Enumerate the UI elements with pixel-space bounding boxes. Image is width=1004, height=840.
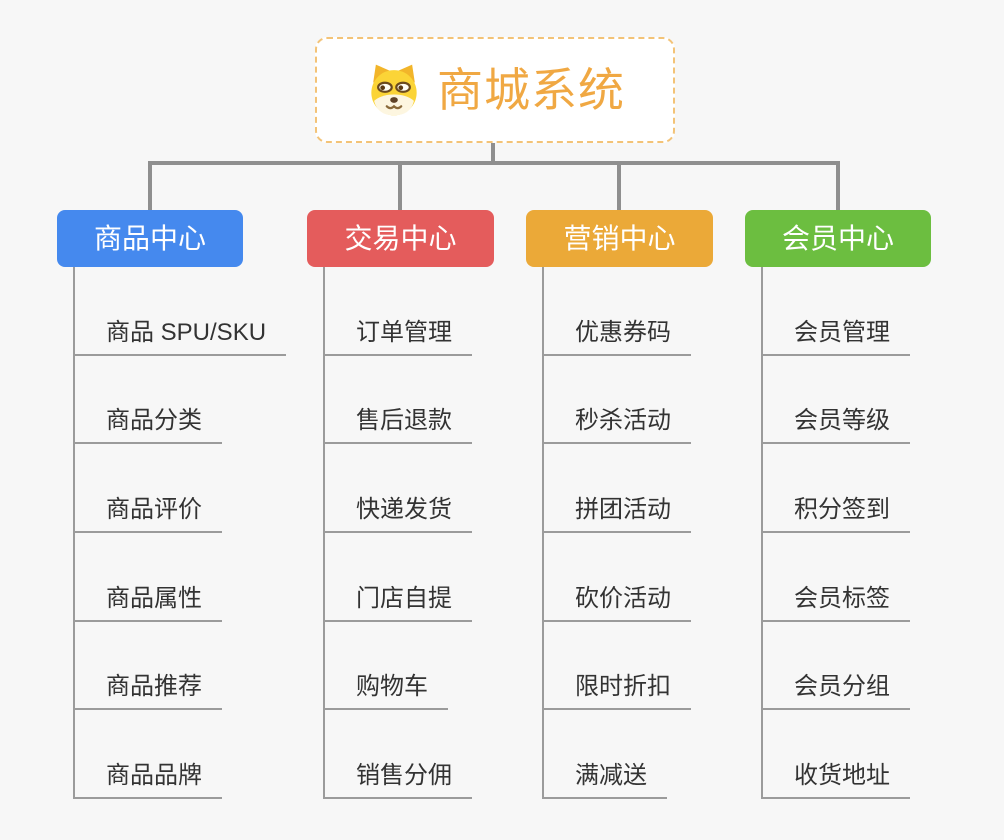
item-product-spu-sku[interactable]: 商品 SPU/SKU: [73, 312, 287, 356]
item-coupon-code[interactable]: 优惠券码: [542, 312, 691, 356]
list-item: 商品分类: [73, 356, 303, 445]
list-item: 售后退款: [323, 356, 553, 445]
root-node-mall-system[interactable]: 商城系统: [315, 37, 675, 143]
list-item: 会员管理: [761, 267, 991, 356]
item-order-management[interactable]: 订单管理: [323, 312, 472, 356]
list-item: 购物车: [323, 622, 553, 711]
item-express-delivery[interactable]: 快递发货: [323, 489, 472, 534]
branch-node-trade-center[interactable]: 交易中心: [307, 210, 494, 267]
list-item: 收货地址: [761, 710, 991, 800]
shiba-dog-icon: [371, 64, 417, 116]
list-item: 商品 SPU/SKU: [73, 267, 303, 356]
branch-items-trade-center: 订单管理 售后退款 快递发货 门店自提 购物车 销售分佣: [323, 267, 553, 800]
item-member-level[interactable]: 会员等级: [761, 400, 910, 445]
list-item: 门店自提: [323, 533, 553, 622]
item-product-review[interactable]: 商品评价: [73, 489, 222, 534]
list-item: 会员分组: [761, 622, 991, 711]
item-member-group[interactable]: 会员分组: [761, 666, 910, 711]
item-product-category[interactable]: 商品分类: [73, 400, 222, 445]
connector-drop-branch-0: [148, 161, 152, 210]
connector-root-drop: [491, 143, 495, 165]
list-item: 拼团活动: [542, 444, 772, 534]
item-product-attribute[interactable]: 商品属性: [73, 578, 222, 622]
item-after-sale-refund[interactable]: 售后退款: [323, 400, 472, 445]
branch-node-product-center[interactable]: 商品中心: [57, 210, 243, 267]
branch-trunk-line: [761, 267, 763, 799]
branch-trunk-line: [73, 267, 75, 799]
list-item: 秒杀活动: [542, 356, 772, 445]
item-member-management[interactable]: 会员管理: [761, 312, 910, 356]
list-item: 满减送: [542, 710, 772, 800]
list-item: 限时折扣: [542, 622, 772, 711]
connector-bus-line: [148, 161, 840, 165]
item-full-reduction[interactable]: 满减送: [542, 755, 667, 800]
branch-trunk-line: [323, 267, 325, 799]
list-item: 商品属性: [73, 533, 303, 622]
item-product-recommend[interactable]: 商品推荐: [73, 666, 222, 711]
item-store-pickup[interactable]: 门店自提: [323, 578, 472, 622]
connector-drop-branch-3: [836, 161, 840, 210]
branch-trunk-line: [542, 267, 544, 799]
list-item: 会员等级: [761, 356, 991, 445]
item-member-tag[interactable]: 会员标签: [761, 578, 910, 622]
root-title: 商城系统: [437, 64, 625, 116]
item-sales-commission[interactable]: 销售分佣: [323, 755, 472, 800]
item-product-brand[interactable]: 商品品牌: [73, 755, 222, 800]
branch-items-product-center: 商品 SPU/SKU 商品分类 商品评价 商品属性 商品推荐 商品品牌: [73, 267, 303, 800]
list-item: 会员标签: [761, 533, 991, 622]
list-item: 快递发货: [323, 444, 553, 534]
list-item: 商品评价: [73, 444, 303, 534]
branch-node-member-center[interactable]: 会员中心: [745, 210, 931, 267]
branch-items-member-center: 会员管理 会员等级 积分签到 会员标签 会员分组 收货地址: [761, 267, 991, 800]
connector-drop-branch-1: [398, 161, 402, 210]
list-item: 订单管理: [323, 267, 553, 356]
branch-node-marketing-center[interactable]: 营销中心: [526, 210, 713, 267]
list-item: 商品推荐: [73, 622, 303, 711]
list-item: 积分签到: [761, 444, 991, 534]
connector-drop-branch-2: [617, 161, 621, 210]
item-limited-time-discount[interactable]: 限时折扣: [542, 666, 691, 711]
item-bargain-activity[interactable]: 砍价活动: [542, 578, 691, 622]
item-shopping-cart[interactable]: 购物车: [323, 666, 448, 711]
list-item: 销售分佣: [323, 710, 553, 800]
branch-items-marketing-center: 优惠券码 秒杀活动 拼团活动 砍价活动 限时折扣 满减送: [542, 267, 772, 800]
item-points-checkin[interactable]: 积分签到: [761, 489, 910, 534]
list-item: 商品品牌: [73, 710, 303, 800]
list-item: 砍价活动: [542, 533, 772, 622]
item-flash-sale[interactable]: 秒杀活动: [542, 400, 691, 445]
item-group-buy[interactable]: 拼团活动: [542, 489, 691, 534]
list-item: 优惠券码: [542, 267, 772, 356]
item-shipping-address[interactable]: 收货地址: [761, 755, 910, 800]
